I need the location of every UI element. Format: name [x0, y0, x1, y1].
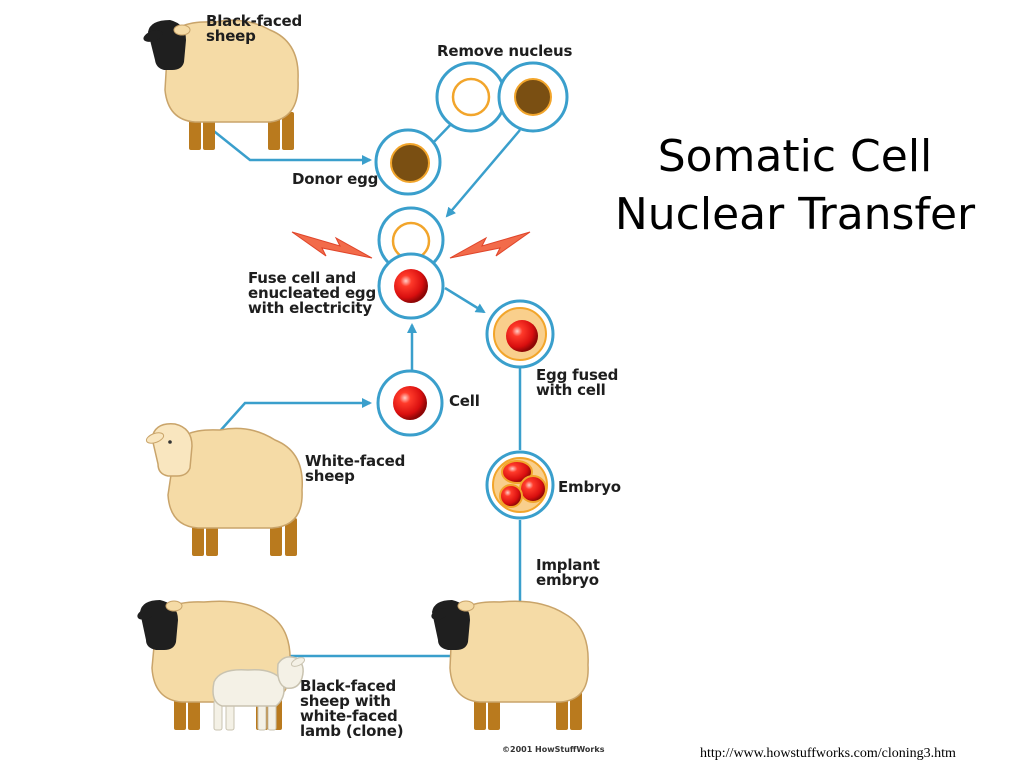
- label-embryo: Embryo: [558, 478, 621, 496]
- copyright-notice: ©2001 HowStuffWorks: [502, 745, 605, 754]
- embryo-cell: [485, 450, 555, 520]
- label-clone: Black-faced sheep with white-faced lamb …: [300, 677, 404, 740]
- lamb-illustration: [212, 656, 306, 731]
- slide-title: Somatic Cell Nuclear Transfer: [614, 131, 976, 240]
- white-faced-sheep-illustration: [145, 423, 304, 556]
- remove-nucleus-cells: [435, 61, 569, 133]
- label-implant-embryo: Implant embryo: [536, 556, 600, 589]
- label-cell: Cell: [449, 392, 480, 410]
- label-egg-fused: Egg fused with cell: [536, 366, 619, 399]
- fusion-cells: [377, 206, 445, 320]
- donor-egg-cell: [374, 128, 442, 196]
- connector-arrows: [209, 119, 522, 658]
- lightning-bolts: [291, 231, 531, 259]
- egg-fused-cell: [485, 299, 555, 369]
- lightning-bolt-right: [449, 231, 531, 259]
- label-remove-nucleus: Remove nucleus: [437, 42, 573, 60]
- arrow-remove-to-fuse: [445, 129, 521, 218]
- surrogate-sheep-illustration: [431, 600, 589, 730]
- label-black-faced-sheep: Black-faced sheep: [206, 12, 303, 45]
- arrow-fuse-to-fused: [444, 286, 486, 314]
- arrow-whitesheep-to-cell: [211, 398, 372, 441]
- label-white-faced-sheep: White-faced sheep: [305, 452, 406, 485]
- label-fuse-cell: Fuse cell and enucleated egg with electr…: [248, 269, 377, 317]
- black-faced-sheep-illustration: [143, 19, 299, 150]
- clone-sheep-with-lamb-illustration: [137, 600, 306, 731]
- arrow-sheep-to-donor-egg: [209, 127, 372, 165]
- source-url: http://www.howstuffworks.com/cloning3.ht…: [700, 746, 956, 761]
- somatic-cell: [376, 369, 444, 437]
- lightning-bolt-left: [291, 231, 373, 259]
- label-donor-egg: Donor egg: [292, 170, 379, 188]
